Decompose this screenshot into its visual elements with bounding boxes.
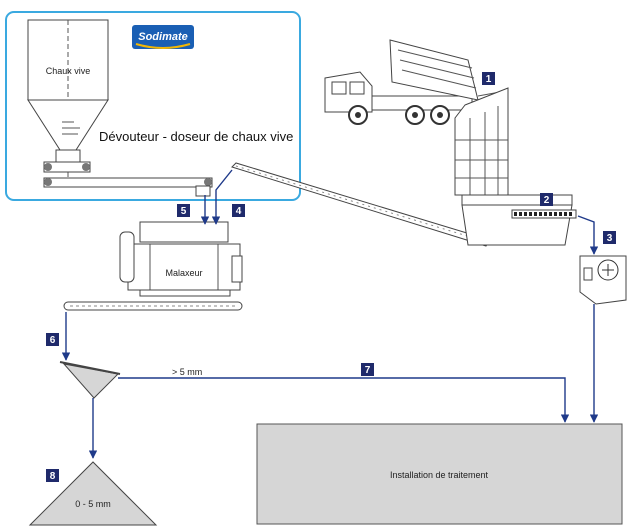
output-conveyor — [63, 301, 243, 311]
step-badge-5: 5 — [177, 204, 190, 217]
mixer: Malaxeur — [119, 221, 243, 297]
reception-hopper — [454, 87, 573, 246]
silo: Chaux vive — [27, 19, 109, 180]
step-badge-2: 2 — [540, 193, 553, 206]
step-badge-6: 6 — [46, 333, 59, 346]
svg-text:1: 1 — [486, 74, 492, 85]
step-badge-7: 7 — [361, 363, 374, 376]
step-badge-4: 4 — [232, 204, 245, 217]
svg-text:5: 5 — [181, 206, 187, 217]
doser-label: Dévouteur - doseur de chaux vive — [99, 129, 293, 144]
step-badge-3: 3 — [603, 231, 616, 244]
fine-pile: 0 - 5 mm — [28, 461, 158, 526]
inclined-conveyor — [231, 162, 491, 247]
svg-text:4: 4 — [236, 206, 242, 217]
sodimate-logo: Sodimate — [132, 25, 194, 49]
oversize-label: > 5 mm — [172, 367, 202, 377]
svg-text:6: 6 — [50, 335, 56, 346]
silo-label: Chaux vive — [46, 66, 91, 76]
step-badge-1: 1 — [482, 72, 495, 85]
logo-text: Sodimate — [138, 31, 188, 43]
step-badge-8: 8 — [46, 469, 59, 482]
svg-text:7: 7 — [365, 365, 371, 376]
mixer-label: Malaxeur — [165, 268, 202, 278]
fine-pile-label: 0 - 5 mm — [75, 499, 111, 509]
treatment-label: Installation de traitement — [390, 470, 489, 480]
screen — [59, 361, 121, 399]
screw-feeder — [511, 209, 577, 219]
doser-screw — [43, 161, 213, 197]
flow-arrows — [61, 169, 599, 459]
treatment-installation: Installation de traitement — [256, 423, 623, 525]
svg-text:3: 3 — [607, 233, 613, 244]
svg-text:2: 2 — [544, 195, 550, 206]
svg-text:8: 8 — [50, 471, 56, 482]
dump-truck — [324, 39, 501, 125]
crusher — [579, 255, 627, 305]
